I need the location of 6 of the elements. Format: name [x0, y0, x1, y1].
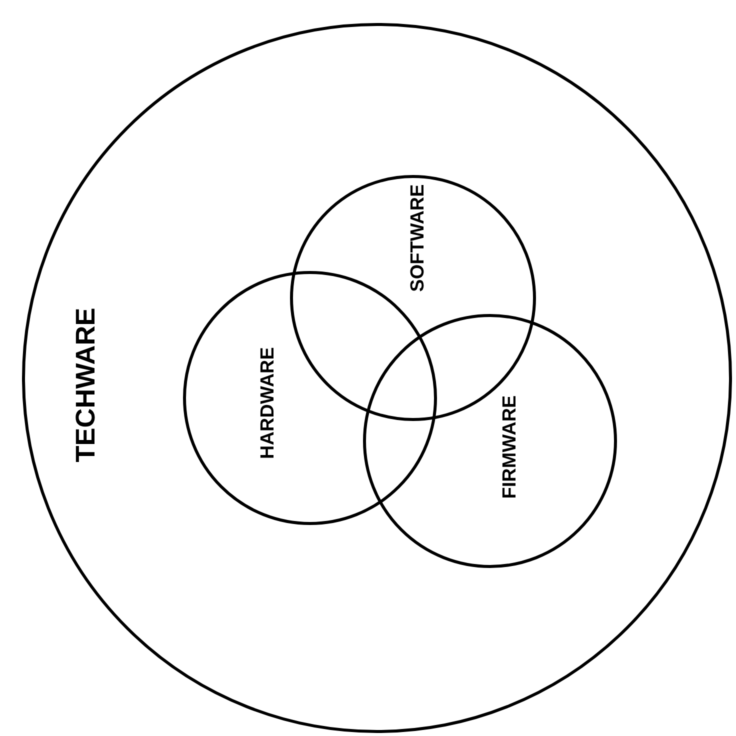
circle-label: SOFTWARE: [408, 184, 428, 292]
circle-label: TECHWARE: [72, 308, 100, 462]
circle-label: FIRMWARE: [500, 395, 520, 499]
venn-circle: [363, 314, 617, 568]
circle-label: HARDWARE: [258, 347, 278, 459]
outer-circle: [22, 23, 732, 733]
